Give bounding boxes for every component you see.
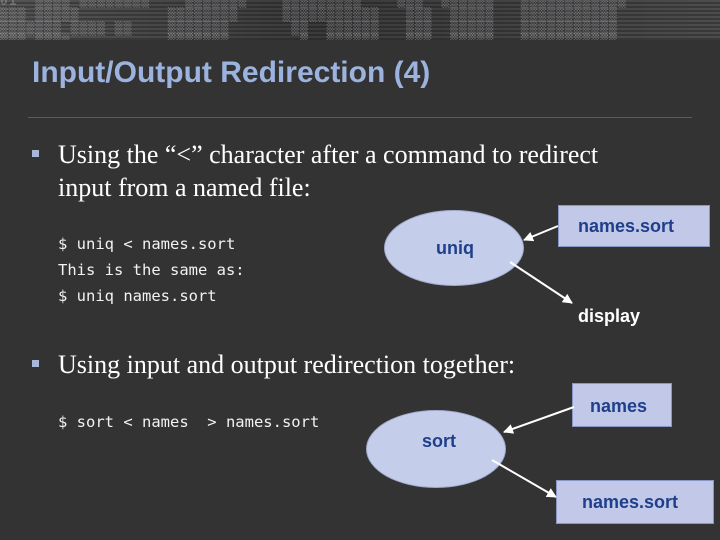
arrow-input-to-uniq: [524, 226, 558, 240]
arrow-uniq-to-display: [510, 262, 572, 303]
arrow-input-to-sort: [504, 407, 574, 432]
arrow-sort-to-output: [492, 460, 556, 497]
